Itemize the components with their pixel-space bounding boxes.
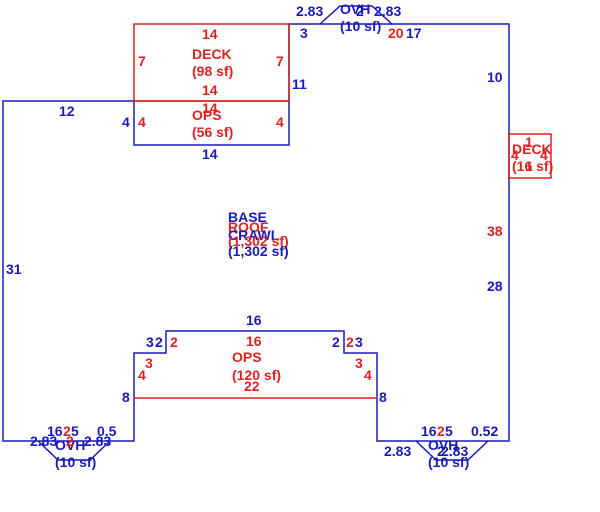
dim-ovh-top-side-right: 2.83: [374, 3, 401, 19]
dim-bottom-notch-right-3b: 3: [355, 355, 363, 371]
roof-area-value: (1,302 sf): [228, 233, 289, 249]
ovh-bottom-right-name: OVH: [428, 437, 458, 453]
dim-bottom-right-5: 5: [445, 423, 453, 439]
dim-bottom-notch-top: 16: [246, 312, 262, 328]
dim-bottom-notch-left-2: 2: [170, 334, 178, 350]
dim-deck-left: 7: [138, 53, 146, 69]
dim-deck-bottom: 14: [202, 82, 218, 98]
base-area-value: (1,302 sf): [228, 243, 289, 259]
ops-top-area: (56 sf): [192, 124, 233, 140]
dim-bottom-notch-right-2: 2: [332, 334, 340, 350]
ops-top-name: OPS: [192, 107, 222, 123]
dim-bottom-notch-right-3: 3: [355, 334, 363, 350]
ovh-bottom-left-outline: [37, 440, 111, 461]
dim-ops-top-edge: 14: [202, 100, 218, 116]
dim-bottom-notch-right-2-red: 2: [346, 334, 354, 350]
ops-bottom-area: (120 sf): [232, 367, 281, 383]
dim-ovh-top-base: 2: [356, 3, 364, 19]
dim-bottom-right-bottom-red: 2: [437, 423, 445, 439]
dim-top-right-red: 20: [388, 25, 404, 41]
roof-area-name: ROOF: [228, 219, 269, 235]
dim-bottom-left-0-5: 0.5: [97, 423, 117, 439]
dim-bottom-notch-left-3: 3: [146, 334, 154, 350]
ovh-bottom-left-area: (10 sf): [55, 454, 96, 470]
dim-bottom-right-0-52: 0.52: [471, 423, 498, 439]
dim-bottom-right-ovh-base: 2: [437, 443, 445, 459]
dim-bottom-left-vertical: 8: [122, 389, 130, 405]
dim-bottom-notch-top-red: 16: [246, 333, 262, 349]
dim-bottom-notch-right-4: 4: [364, 367, 372, 383]
dim-ops-right: 4: [276, 114, 284, 130]
dim-bottom-left-ovh-base: 2: [66, 433, 74, 449]
dim-bottom-left-bottom: 16: [47, 423, 63, 439]
dim-bottom-notch-left-3b: 3: [145, 355, 153, 371]
dim-bottom-notch-left-2b: 2: [155, 334, 163, 350]
deck-right-area: (16 sf): [512, 158, 553, 174]
dim-bottom-right-bottom: 16: [421, 423, 437, 439]
base-outline: [2, 23, 510, 442]
ovh-bottom-right-area: (10 sf): [428, 454, 469, 470]
ovh-top-outline: [319, 5, 393, 25]
dim-right-total-red: 38: [487, 223, 503, 239]
crawl-area-name: CRAWL: [228, 227, 280, 243]
dim-deck-right-bottom: 1: [525, 158, 533, 174]
dim-deck-right-left: 4: [511, 147, 519, 163]
dim-bottom-right-ovh-side-left: 2.83: [384, 443, 411, 459]
dim-deck-right: 7: [276, 53, 284, 69]
deck-right-outline: [508, 133, 552, 179]
dim-notch-vertical: 4: [122, 114, 130, 130]
dim-ops-bottom-width: 22: [244, 378, 260, 394]
ovh-bottom-right-outline: [415, 440, 489, 461]
dim-bottom-left-ovh-side-left: 2.83: [30, 433, 57, 449]
dim-deck-right-right: 4: [540, 147, 548, 163]
ovh-bottom-left-name: OVH: [55, 437, 85, 453]
dim-deck-top: 14: [202, 26, 218, 42]
dim-bottom-left-5: 5: [71, 423, 79, 439]
dim-inner-wall-upper: 11: [292, 76, 307, 92]
dim-top-left: 12: [59, 103, 75, 119]
dim-ovh-top-side-left: 2.83: [296, 3, 323, 19]
dim-left-wall: 31: [6, 261, 22, 277]
dim-right-lower: 28: [487, 278, 503, 294]
dim-top-right: 17: [406, 25, 422, 41]
dim-bottom-right-ovh-side-right: 2.83: [441, 443, 468, 459]
dim-ops-left: 4: [138, 114, 146, 130]
base-area-name: BASE: [228, 209, 267, 225]
deck-top-name: DECK: [192, 46, 232, 62]
dim-bottom-left-bottom-red: 2: [63, 423, 71, 439]
dim-bottom-right-vertical: 8: [379, 389, 387, 405]
ovh-top-area: (10 sf): [340, 18, 381, 34]
dim-ovh-top-notch-left: 3: [300, 25, 308, 41]
dim-bottom-left-ovh-side-right: 2.83: [84, 433, 111, 449]
ops-bottom-name: OPS: [232, 349, 262, 365]
deck-right-name: DECK: [512, 141, 552, 157]
deck-top-area: (98 sf): [192, 63, 233, 79]
dim-right-upper: 10: [487, 69, 503, 85]
ovh-top-name: OVH: [340, 1, 370, 17]
dim-bottom-notch-left-4: 4: [138, 367, 146, 383]
dim-ops-top-bottom-edge: 14: [202, 146, 218, 162]
dim-deck-right-top: 1: [525, 134, 533, 150]
